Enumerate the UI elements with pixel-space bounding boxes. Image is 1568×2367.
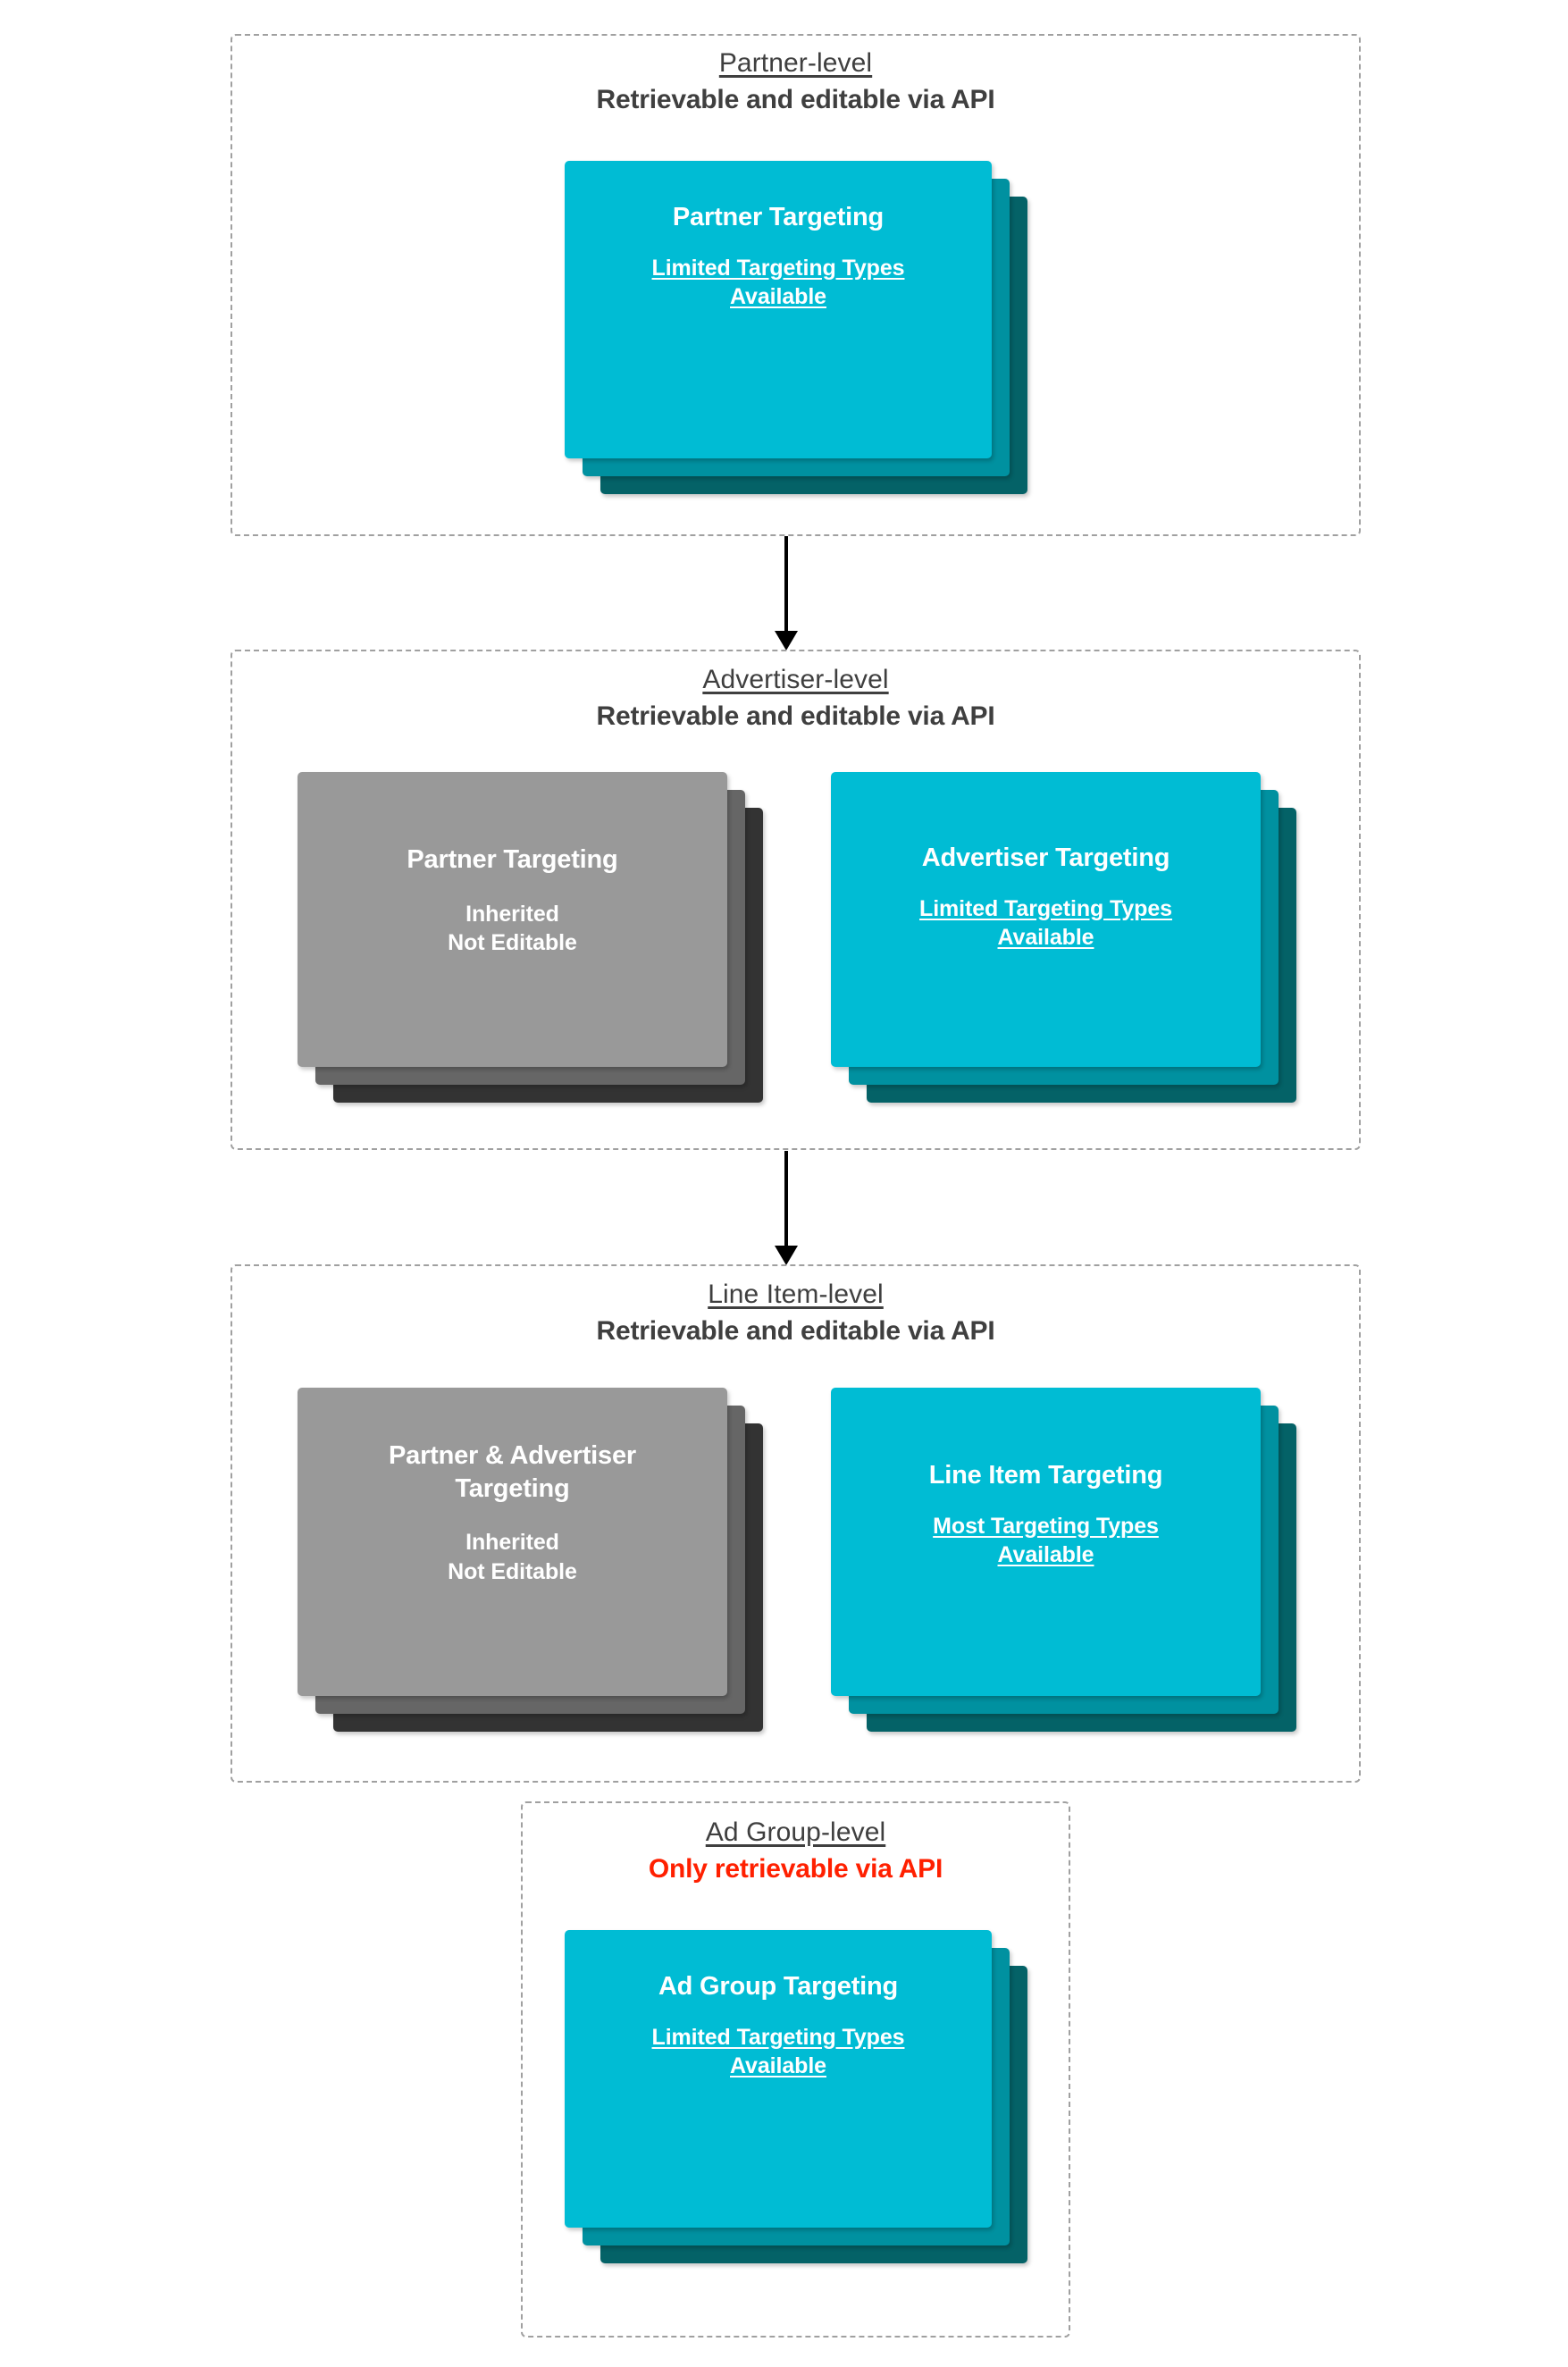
card-note: Limited Targeting Types Available — [652, 254, 905, 312]
level-box-ad-group — [521, 1801, 1070, 2338]
card-layer-front[interactable]: Partner Targeting Inherited Not Editable — [298, 772, 727, 1067]
card-face-partner-advertiser-targeting-inherited: Partner & Advertiser Targeting Inherited… — [298, 1388, 727, 1696]
card-layer-front[interactable]: Advertiser Targeting Limited Targeting T… — [831, 772, 1261, 1067]
card-title: Partner & Advertiser Targeting — [389, 1441, 636, 1503]
card-note-line: Limited Targeting Types — [919, 895, 1172, 921]
card-note: Inherited Not Editable — [448, 900, 577, 958]
card-note-line: Available — [997, 925, 1094, 951]
level-box-line-item — [231, 1264, 1361, 1783]
card-layer-front[interactable]: Partner & Advertiser Targeting Inherited… — [298, 1388, 727, 1696]
card-note-line: Not Editable — [448, 930, 577, 956]
card-note: Limited Targeting Types Available — [919, 894, 1172, 953]
card-stack-partner-targeting-inherited[interactable]: Partner Targeting Inherited Not Editable — [298, 772, 763, 1103]
card-title: Partner Targeting — [672, 203, 885, 231]
card-face-advertiser-targeting: Advertiser Targeting Limited Targeting T… — [831, 772, 1261, 1067]
card-note: Inherited Not Editable — [448, 1528, 577, 1586]
card-face-line-item-targeting: Line Item Targeting Most Targeting Types… — [831, 1388, 1261, 1696]
card-note-line: Inherited — [465, 1530, 559, 1556]
card-title: Line Item Targeting — [928, 1461, 1163, 1490]
connector-arrow-partner-to-advertiser — [773, 536, 800, 651]
card-stack-line-item-targeting[interactable]: Line Item Targeting Most Targeting Types… — [831, 1388, 1296, 1732]
arrow-head-icon — [775, 1246, 798, 1265]
card-stack-partner-targeting[interactable]: Partner Targeting Limited Targeting Type… — [565, 161, 1027, 494]
card-note-line: Not Editable — [448, 1558, 577, 1584]
card-note: Limited Targeting Types Available — [652, 2023, 905, 2081]
card-stack-partner-advertiser-targeting-inherited[interactable]: Partner & Advertiser Targeting Inherited… — [298, 1388, 763, 1732]
card-stack-advertiser-targeting[interactable]: Advertiser Targeting Limited Targeting T… — [831, 772, 1296, 1103]
card-layer-front[interactable]: Partner Targeting Limited Targeting Type… — [565, 161, 992, 458]
arrow-shaft — [784, 1151, 788, 1246]
card-note-line: Available — [997, 1542, 1094, 1568]
connector-arrow-advertiser-to-line-item — [773, 1151, 800, 1265]
card-note-line: Available — [730, 2053, 826, 2079]
card-face-partner-targeting-inherited: Partner Targeting Inherited Not Editable — [298, 772, 727, 1067]
card-face-partner-targeting: Partner Targeting Limited Targeting Type… — [565, 161, 992, 458]
card-note-line: Limited Targeting Types — [651, 255, 905, 281]
card-face-ad-group-targeting: Ad Group Targeting Limited Targeting Typ… — [565, 1930, 992, 2228]
card-title: Ad Group Targeting — [658, 1972, 899, 2001]
card-title: Advertiser Targeting — [921, 844, 1170, 872]
card-note: Most Targeting Types Available — [933, 1512, 1159, 1570]
card-title: Partner Targeting — [407, 845, 618, 874]
arrow-shaft — [784, 536, 788, 631]
card-note-line: Available — [730, 284, 826, 310]
level-box-advertiser — [231, 650, 1361, 1150]
arrow-head-icon — [775, 631, 798, 651]
card-stack-ad-group-targeting[interactable]: Ad Group Targeting Limited Targeting Typ… — [565, 1930, 1027, 2263]
level-box-partner — [231, 34, 1361, 536]
card-layer-front[interactable]: Line Item Targeting Most Targeting Types… — [831, 1388, 1261, 1696]
card-note-line: Limited Targeting Types — [651, 2024, 905, 2050]
card-note-line: Inherited — [465, 901, 559, 927]
card-layer-front[interactable]: Ad Group Targeting Limited Targeting Typ… — [565, 1930, 992, 2228]
card-note-line: Most Targeting Types — [933, 1513, 1159, 1539]
